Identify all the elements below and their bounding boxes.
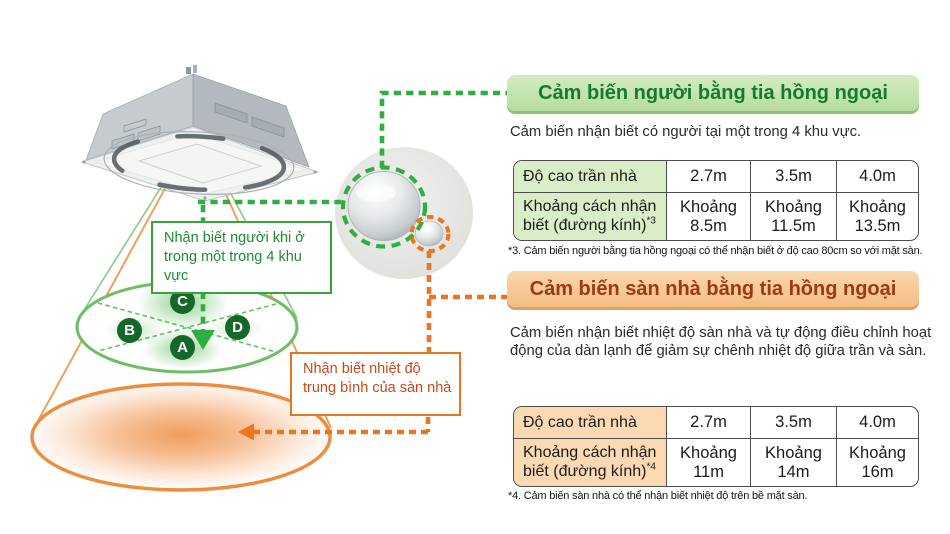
- detection-distance-cell: Khoảng 14m: [750, 438, 836, 486]
- zone-badge-d: D: [225, 315, 250, 340]
- ceiling-height-cell: 2.7m: [666, 161, 750, 192]
- center-grille: [137, 143, 263, 184]
- human-arrow-head: [191, 330, 215, 350]
- detection-distance-cell: Khoảng 11.5m: [750, 192, 836, 240]
- ceiling-height-cell: 4.0m: [836, 407, 918, 438]
- human-sensor-header: Cảm biến người bằng tia hồng ngoại: [507, 75, 919, 111]
- floor-temperature-area: [30, 382, 332, 492]
- diffuser-ring: [103, 131, 295, 195]
- ceiling-height-cell: 2.7m: [666, 407, 750, 438]
- floor-sensor-footnote: *4. Cảm biến sàn nhà có thể nhận biết nh…: [508, 490, 808, 502]
- floor-sensor-description: Cảm biến nhận biết nhiệt độ sàn nhà và t…: [510, 325, 932, 360]
- table-row-label: Khoảng cách nhận biết (đường kính)*3: [514, 192, 666, 240]
- ceiling-height-cell: 3.5m: [750, 161, 836, 192]
- detection-distance-cell: Khoảng 16m: [836, 438, 918, 486]
- detection-distance-cell: Khoảng 8.5m: [666, 192, 750, 240]
- human-sensor-footnote: *3. Cảm biến người bằng tia hồng ngoại c…: [508, 245, 923, 257]
- human-sensor-highlight-ring: [340, 165, 428, 249]
- table-row-label: Khoảng cách nhận biết (đường kính)*4: [514, 438, 666, 486]
- detection-distance-cell: Khoảng 11m: [666, 438, 750, 486]
- detection-distance-cell: Khoảng 13.5m: [836, 192, 918, 240]
- zone-badge-a: A: [170, 335, 195, 360]
- sensor-diagram: [30, 65, 508, 492]
- floor-sensor-table: Độ cao trần nhà 2.7m 3.5m 4.0m Khoảng cá…: [513, 406, 919, 487]
- sensor-closeup: [335, 147, 473, 279]
- human-detection-callout: Nhận biết người khi ở trong một trong 4 …: [151, 221, 332, 294]
- floor-temperature-callout: Nhận biết nhiệt độ trung bình của sàn nh…: [290, 352, 461, 416]
- housing-vents: [111, 102, 285, 150]
- zone-badge-b: B: [117, 318, 142, 343]
- human-sensor-description: Cảm biến nhận biết có người tại một tron…: [510, 124, 862, 140]
- ceiling-height-cell: 4.0m: [836, 161, 918, 192]
- floor-sensor-header: Cảm biến sàn nhà bằng tia hồng ngoại: [507, 271, 919, 307]
- table-header-label: Độ cao trần nhà: [514, 161, 666, 192]
- human-sensor-dome: [347, 171, 421, 241]
- human-sensor-table: Độ cao trần nhà 2.7m 3.5m 4.0m Khoảng cá…: [513, 160, 919, 241]
- floor-sensor-connector: [253, 251, 508, 435]
- floor-sensor-highlight-ring: [409, 215, 451, 253]
- ceiling-cassette-ac-unit: [80, 65, 320, 202]
- ceiling-height-cell: 3.5m: [750, 407, 836, 438]
- floor-arrow-head: [238, 423, 254, 441]
- table-header-label: Độ cao trần nhà: [514, 407, 666, 438]
